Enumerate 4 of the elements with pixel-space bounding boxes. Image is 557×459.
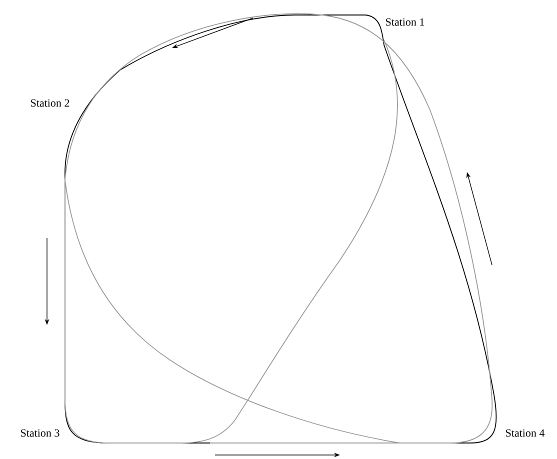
- station-label: Station 4: [506, 429, 545, 437]
- station-label: Station 1: [386, 18, 424, 26]
- station-label: Station 2: [31, 99, 70, 107]
- station-label: Station 3: [21, 429, 60, 437]
